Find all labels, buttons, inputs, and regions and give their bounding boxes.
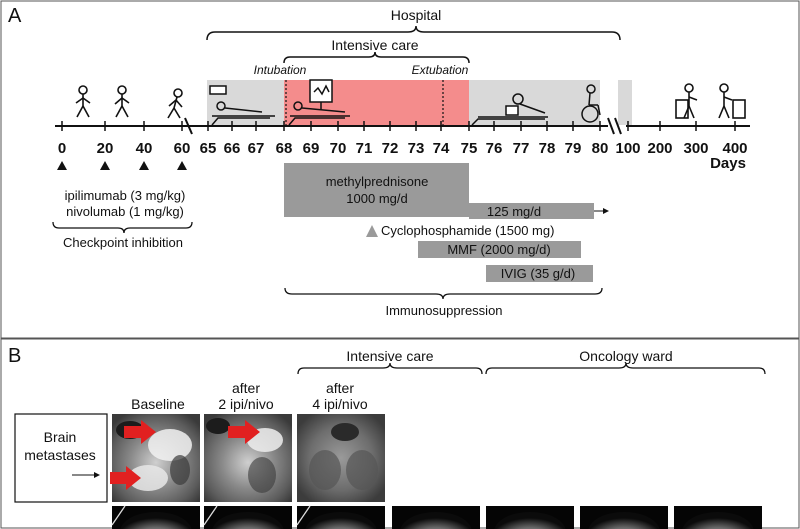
red-arrow-icon [124,420,156,444]
col-after4-label-2: 4 ipi/nivo [312,396,367,412]
axis-tick-label: 300 [683,140,708,157]
methylprednisone-dose: 1000 mg/d [346,191,407,206]
red-arrow-icon [110,466,141,490]
axis-tick-label: 200 [647,140,672,157]
axis-tick-label: 79 [565,140,582,157]
axis-tick-marks [61,121,736,131]
checkpoint-bracket [52,221,193,234]
oncology-ward-label: Oncology ward [579,348,672,364]
mmf-label: MMF (2000 mg/d) [447,242,550,257]
mmf-bar [418,241,581,258]
b-intensive-care-bracket [297,362,483,375]
extubation-label: Extubation [412,63,469,77]
axis-tick-label: 60 [174,140,191,157]
walking-figure-icon [114,85,130,118]
col-baseline-label: Baseline [131,396,185,412]
axis-tick-label: 72 [382,140,399,157]
axis-tick-label: 400 [722,140,747,157]
maintenance-steroid-bar [469,203,594,219]
methylprednisone-bar [284,163,469,217]
axis-tick-label: 100 [615,140,640,157]
axis-tick-label: 66 [224,140,241,157]
continues-arrow-head [603,208,609,214]
axis-tick-label: 69 [303,140,320,157]
maintenance-steroid-label: 125 mg/d [487,204,541,219]
drug-nivolumab: nivolumab (1 mg/kg) [66,204,184,219]
col-after2-label-1: after [232,380,260,396]
panel-b-letter: B [8,345,21,367]
ventilator-icon [288,79,350,126]
axial-scan-row [111,505,762,529]
checkpoint-label: Checkpoint inhibition [63,235,183,250]
axis-unit: Days [710,155,746,172]
axis-break [607,117,615,135]
wheelchair-icon [581,84,601,123]
panel-a-border [0,0,800,339]
recovering-patient-icon [471,93,548,126]
mri-after2-image [204,414,292,502]
axis-tick-label: 70 [330,140,347,157]
axis-tick-label: 65 [200,140,217,157]
axis-tick-label: 20 [97,140,114,157]
axis-tick-label: 75 [461,140,478,157]
panel-a-letter: A [8,5,22,27]
ivig-bar [486,265,593,282]
axis-break [614,117,622,135]
row-label-line2: metastases [24,447,96,463]
axis-tick-label: 40 [136,140,153,157]
walker-figure-icon [675,83,698,119]
axis-tick-labels: 0 20 40 60 65 66 67 68 69 70 71 72 73 74 75 76 77 78 79 80 1… [58,140,748,157]
axis-tick-label: 77 [513,140,530,157]
row-label-box [14,413,108,503]
axis-tick-label: 76 [486,140,503,157]
cyclophosphamide-marker [366,225,378,237]
hospital-label: Hospital [391,7,442,23]
dose-marker [139,161,149,170]
walking-figure-icon [167,88,183,119]
intensive-care-bracket [283,51,470,64]
axis-tick-label: 74 [433,140,450,157]
dose-marker [57,161,67,170]
axis-tick-label: 67 [248,140,265,157]
axis-tick-label: 68 [276,140,293,157]
methylprednisone-label: methylprednisone [326,174,429,189]
hospital-bracket [206,25,621,41]
immunosuppression-label: Immunosuppression [385,303,502,318]
axis-break [184,117,193,135]
row-label-arrow-head [94,472,100,478]
axis-tick-label: 71 [356,140,373,157]
dose-marker [100,161,110,170]
drug-ipilimumab: ipilimumab (3 mg/kg) [65,188,186,203]
oncology-ward-bracket [485,362,766,375]
col-after2-label-2: 2 ipi/nivo [218,396,273,412]
immunosuppression-bracket [284,287,603,300]
axis-tick-label: 0 [58,140,66,157]
mri-after4-image [297,414,385,502]
intensive-care-label: Intensive care [331,37,418,53]
axis-tick-label: 73 [408,140,425,157]
col-after4-label-1: after [326,380,354,396]
axis-tick-label: 80 [592,140,609,157]
walking-figure-icon [75,85,91,118]
intubation-label: Intubation [254,63,307,77]
axis-tick-label: 78 [539,140,556,157]
b-intensive-care-label: Intensive care [346,348,433,364]
hospital-band-tail [618,80,632,125]
walker-figure-icon [718,83,746,119]
ivig-label: IVIG (35 g/d) [501,266,575,281]
mri-baseline-image [112,414,200,502]
cyclophosphamide-label: Cyclophosphamide (1500 mg) [381,223,554,238]
dose-marker [177,161,187,170]
row-label-line1: Brain [44,429,77,445]
red-arrow-icon [228,420,260,444]
bed-patient-icon [209,85,275,126]
